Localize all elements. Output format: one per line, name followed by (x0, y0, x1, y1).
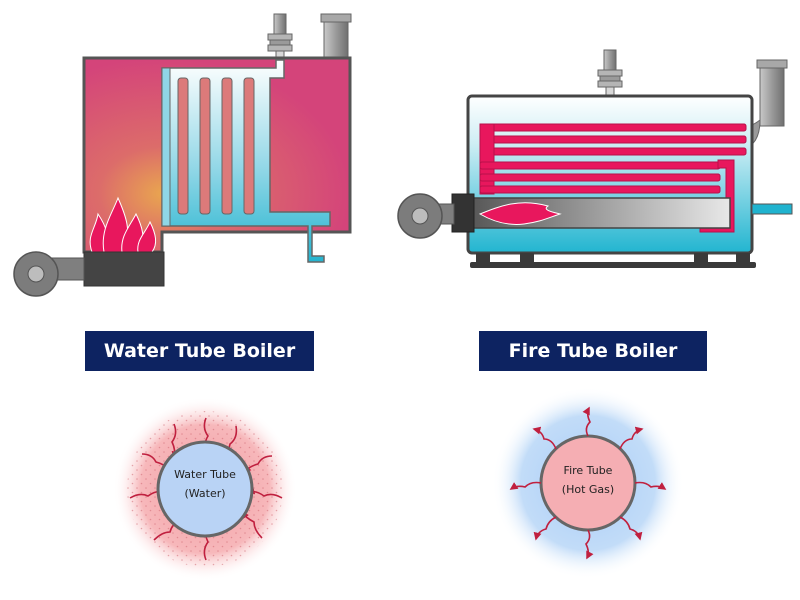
fire-tube-assembly (479, 123, 747, 233)
water-tube-circle (156, 440, 254, 538)
water-tube-cross-section: Water Tube (Water) (113, 397, 297, 581)
fire-tube-cross-section: Fire Tube (Hot Gas) (492, 387, 684, 579)
burner-box (83, 251, 165, 287)
water-tube-label-line1: Water Tube (174, 468, 236, 481)
water-outlet-pipe (751, 203, 793, 215)
burner-box (451, 193, 475, 233)
water-tube-assembly (161, 59, 331, 263)
water-tube-boiler-illustration (13, 13, 352, 297)
steam-valve (267, 13, 293, 64)
fire-tube-boiler-title: Fire Tube Boiler (479, 331, 707, 371)
flame-icon (478, 202, 562, 225)
fire-tube-label-line1: Fire Tube (564, 464, 613, 477)
flame-icon (89, 196, 157, 253)
water-tube-boiler-title: Water Tube Boiler (85, 331, 314, 371)
chimney (323, 17, 349, 61)
boiler-base (470, 253, 756, 268)
fire-tube-label-line2: (Hot Gas) (562, 483, 614, 496)
steam-valve (597, 49, 623, 98)
heat-flow-arrows-outward (509, 406, 667, 560)
water-tube-label-line2: (Water) (184, 487, 225, 500)
fire-tube-boiler-illustration (397, 49, 793, 268)
